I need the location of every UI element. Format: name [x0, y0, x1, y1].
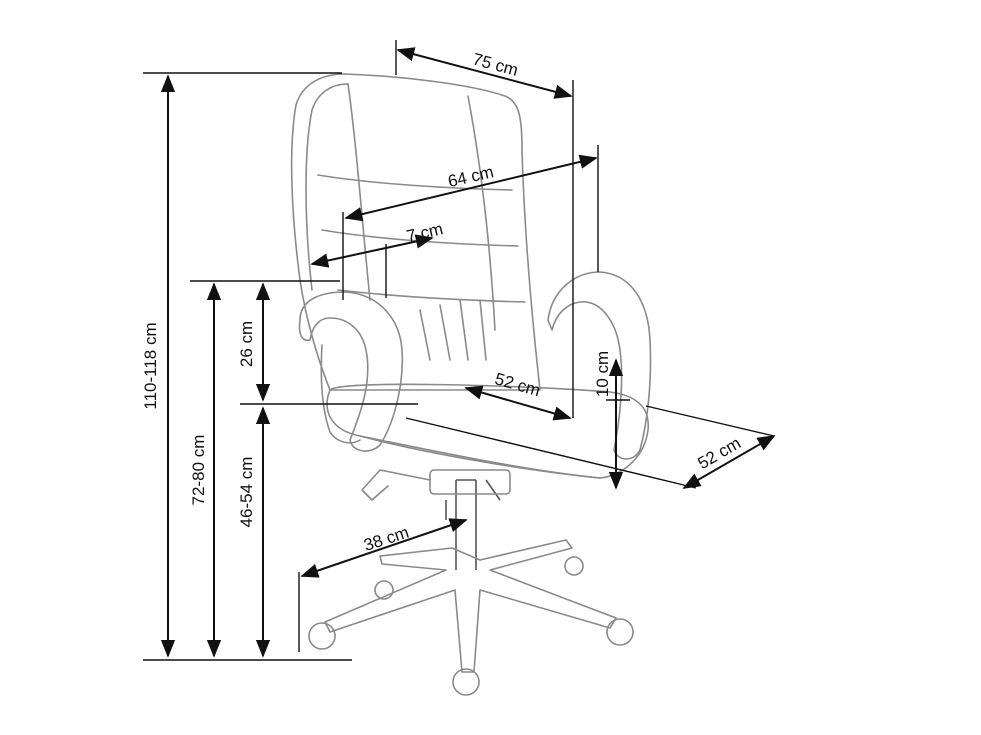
- seat-outline: [326, 383, 650, 479]
- caster-right: [606, 618, 634, 646]
- arrow-seat-width: [682, 435, 776, 489]
- dimension-labels: 110-118 cm 72-80 cm 46-54 cm 26 cm 75 cm…: [141, 50, 744, 555]
- backrest-left-roll: [305, 83, 349, 291]
- mechanism: [429, 469, 511, 495]
- backrest-stitch-3: [337, 289, 526, 303]
- caster-front: [452, 668, 480, 696]
- label-seat-height: 46-54 cm: [237, 457, 256, 528]
- label-total-height: 110-118 cm: [141, 322, 160, 409]
- arrow-backrest-width: [344, 154, 598, 222]
- left-armrest-support: [320, 344, 361, 444]
- caster-left: [308, 622, 336, 650]
- arrow-seat-depth: [464, 385, 572, 421]
- extension-lines: [143, 40, 775, 661]
- label-base-radius: 38 cm: [361, 523, 411, 555]
- backrest-quilting: [419, 299, 487, 361]
- label-backrest-width: 64 cm: [446, 162, 495, 191]
- right-armrest: [547, 271, 652, 460]
- arrow-side-gap: [310, 234, 434, 268]
- label-seat-depth: 52 cm: [493, 369, 543, 400]
- label-armrest-above-seat: 26 cm: [237, 321, 256, 367]
- dimension-arrows: [160, 47, 776, 658]
- left-armrest: [298, 291, 404, 452]
- caster-back-right: [564, 556, 584, 576]
- base-star: [324, 539, 617, 673]
- seat-front-edge: [359, 435, 601, 479]
- arrow-base-radius: [300, 518, 468, 578]
- label-seat-cushion: 10 cm: [593, 351, 612, 397]
- arrow-backrest-depth: [396, 47, 573, 99]
- caster-back-left: [374, 580, 394, 600]
- label-armrest-height: 72-80 cm: [189, 435, 208, 506]
- lever: [361, 469, 431, 501]
